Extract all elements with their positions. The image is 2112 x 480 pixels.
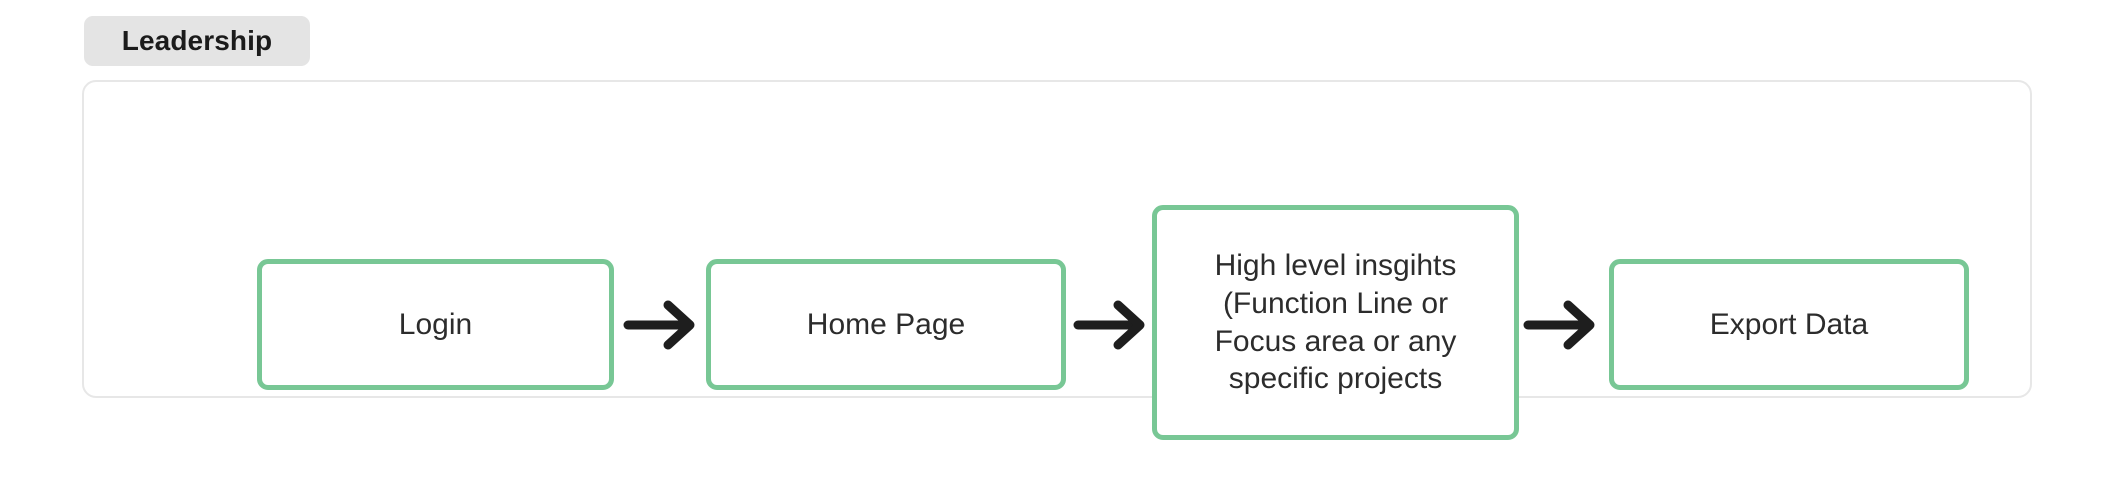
arrow-right-icon bbox=[1072, 296, 1152, 354]
flow-diagram-panel: Login Home Page High level insgihts (Fun… bbox=[82, 80, 2032, 440]
flow-node-home-page-label: Home Page bbox=[806, 307, 966, 341]
section-chip-label: Leadership bbox=[121, 25, 273, 56]
section-chip-leadership: Leadership bbox=[84, 16, 310, 66]
flow-node-high-level-insights-label: High level insgihts (Function Line or Fo… bbox=[1214, 248, 1457, 396]
flow-node-high-level-insights[interactable]: High level insgihts (Function Line or Fo… bbox=[1152, 205, 1519, 440]
flow-node-login[interactable]: Login bbox=[257, 259, 614, 390]
arrow-right-icon bbox=[622, 296, 702, 354]
flow-node-home-page[interactable]: Home Page bbox=[706, 259, 1066, 390]
arrow-right-icon bbox=[1522, 296, 1602, 354]
flow-node-export-data[interactable]: Export Data bbox=[1609, 259, 1969, 390]
flow-node-login-label: Login bbox=[398, 307, 473, 341]
flow-node-export-data-label: Export Data bbox=[1709, 307, 1869, 341]
